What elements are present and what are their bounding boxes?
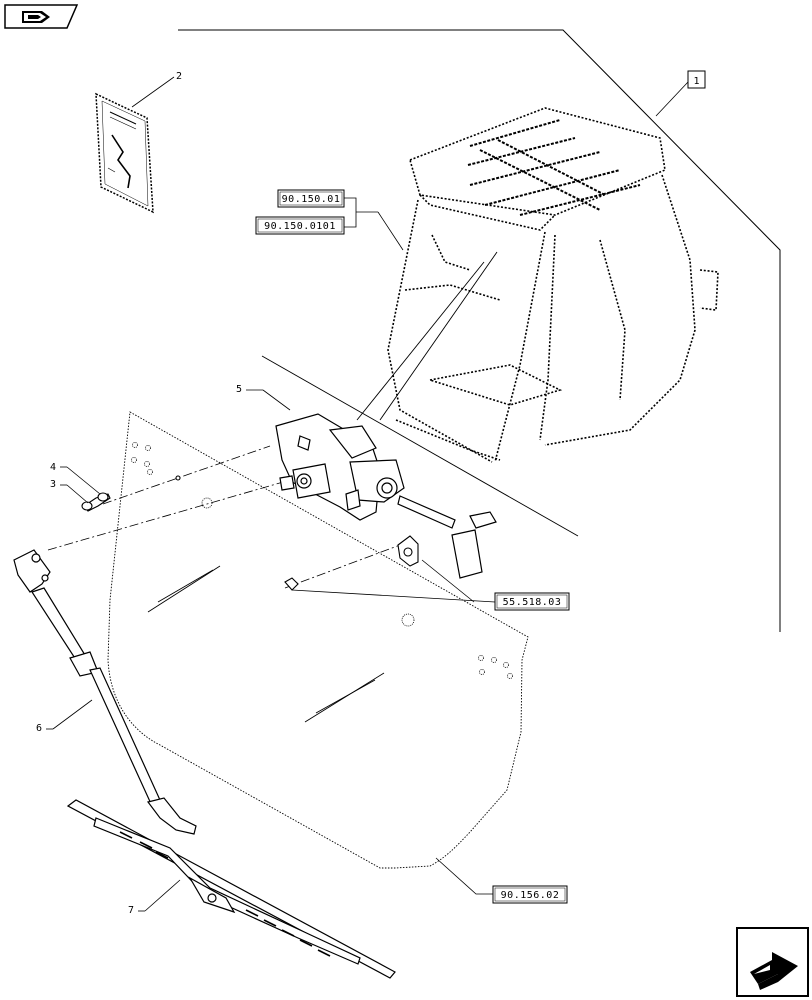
svg-text:90.150.01: 90.150.01 [282,194,341,205]
reference-55-518-03[interactable]: 55.518.03 [494,592,570,611]
reference-90-150-01[interactable]: 90.150.01 [277,189,345,208]
cab-to-motor-leaders [356,251,498,421]
svg-text:55.518.03: 55.518.03 [503,597,562,608]
glass-mounting-holes [131,442,513,679]
next-page-arrow-icon[interactable] [736,927,809,997]
reference-55-leaders [291,559,496,603]
callout-3-label: 3 [50,479,56,490]
windscreen-glass [107,411,529,869]
bolt-and-washer [81,475,181,512]
callout-7-label: 7 [128,905,134,916]
divider-line [261,355,579,537]
callout-1: 1 [655,70,706,117]
reference-90-156-02[interactable]: 90.156.02 [492,885,568,904]
callout-6-label: 6 [36,723,42,734]
cab-roof-slats [467,119,641,216]
cab-assembly [387,107,719,463]
cab-bracket-line [178,29,781,632]
glass-reflections [147,565,385,723]
callout-7: 7 [128,879,181,916]
reference-90-156-leader [435,857,493,895]
reference-90-150-0101[interactable]: 90.150.0101 [255,216,345,235]
callout-2: 2 [131,71,182,108]
manual-sheet [95,92,154,214]
callout-5: 5 [236,384,291,411]
callout-3: 3 [50,479,89,504]
book-icon[interactable] [4,4,79,29]
wiper-blade [66,799,396,979]
callout-2-label: 2 [176,71,182,82]
wiper-motor [275,413,497,579]
reference-bracket [344,197,404,251]
mounting-bracket [284,535,419,591]
callout-1-label: 1 [693,76,699,87]
callout-4-label: 4 [50,462,56,473]
callout-4: 4 [50,462,101,495]
callout-5-label: 5 [236,384,242,395]
svg-text:90.156.02: 90.156.02 [501,890,560,901]
alignment-lines [47,445,401,589]
wiper-arm [13,549,197,835]
callout-6: 6 [36,699,93,734]
svg-text:90.150.0101: 90.150.0101 [264,221,336,232]
